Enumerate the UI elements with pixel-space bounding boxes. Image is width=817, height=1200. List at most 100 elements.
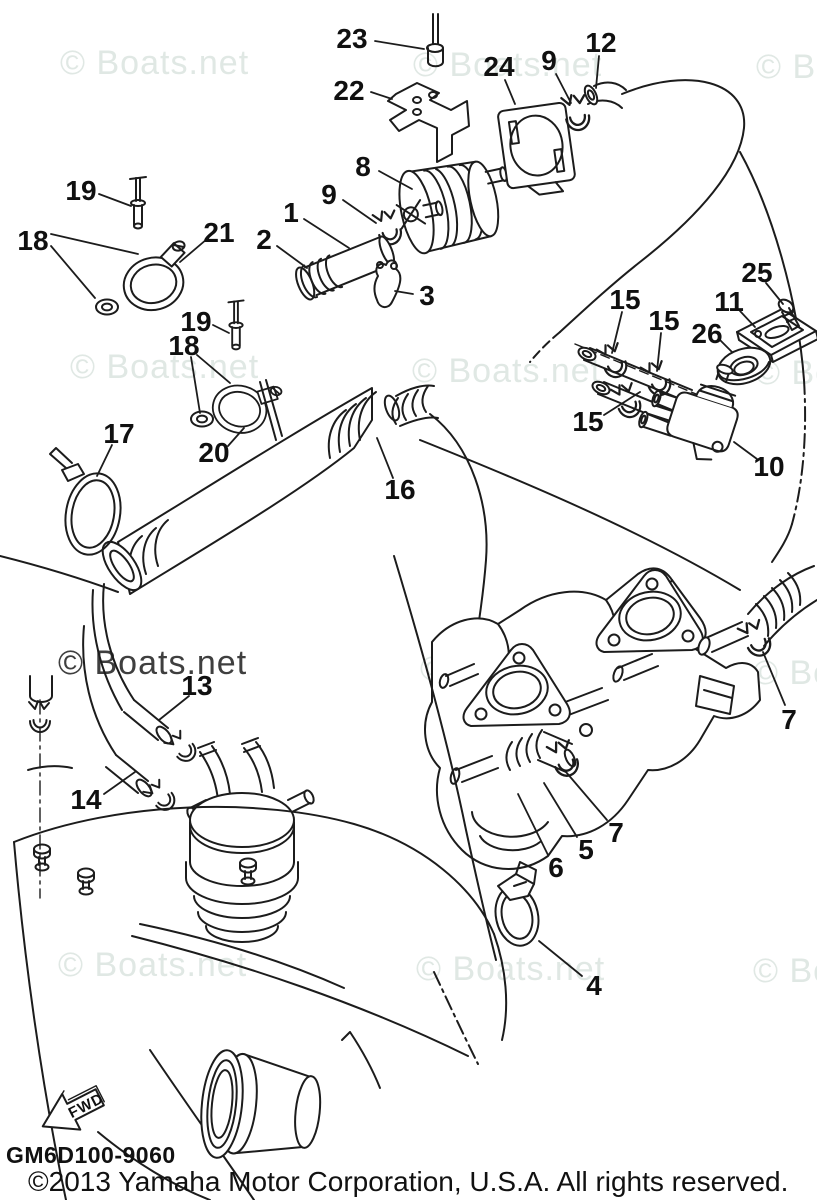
leader-line-2 [276,245,308,269]
fuel-filter-8 [395,160,508,255]
callout-9: 9 [541,45,557,76]
leader-line-11 [739,310,756,328]
filler-neck [200,1049,322,1159]
leader-line-22 [370,91,393,100]
callout-13: 13 [181,670,212,701]
leader-line-16 [376,437,394,479]
callout-10: 10 [753,451,784,482]
push-pin-a [33,843,51,872]
leader-line-6 [517,793,549,856]
callout-7: 7 [608,817,624,848]
leader-line-1 [303,218,350,249]
callout-15: 15 [648,305,679,336]
leader-line-19 [212,324,230,334]
callout-22: 22 [333,75,364,106]
fuel-filter-cup [185,789,315,943]
washer-18b [190,410,214,428]
watermark-text: © Boats.net [413,46,603,84]
leader-line-12 [595,55,600,89]
callout-4: 4 [586,970,602,1001]
fuel-tank-hull [13,555,508,1200]
watermark-text: © Boats.net [753,952,817,990]
callout-7: 7 [781,704,797,735]
filter-holder-24 [497,102,576,196]
leader-line-18 [50,233,139,255]
leader-line-24 [504,79,516,105]
watermark-text: © Boats.net [753,654,817,692]
callout-19: 19 [180,306,211,337]
leader-line-8 [378,170,413,190]
callout-2: 2 [256,224,272,255]
fuel-cock-group [638,298,817,461]
callout-18: 18 [168,330,199,361]
leader-line-20 [227,427,245,447]
pin-19b [227,299,245,351]
grommet-26 [716,346,772,386]
diagram-code: GM6D100-9060 [6,1142,176,1168]
leader-line-25 [765,282,784,305]
ribbed-fitting-5-6 [505,729,577,773]
leader-line-19 [98,193,132,207]
filter-cup-group [82,583,315,943]
carb-inlet-hose [697,565,817,656]
watermark-text: © Boats.net [60,44,250,82]
leader-line-21 [179,238,208,263]
watermark-text: © Boats.net [412,352,602,390]
leader-line-15 [603,391,641,416]
carburetor-assembly [424,565,817,870]
watermark-text: © Boats.net [756,48,817,86]
leader-line-18 [190,356,201,414]
leader-line-7 [565,771,608,821]
callout-24: 24 [483,51,515,82]
callout-11: 11 [714,286,744,317]
callout-23: 23 [336,23,367,54]
hose-routing-curves [0,79,807,681]
bolt-23 [426,13,444,68]
callout-26: 26 [691,318,722,349]
leader-line-14 [103,771,136,795]
callout-1: 1 [283,197,299,228]
leader-line-10 [733,441,758,460]
watermark-text: © Boats.net [58,946,248,984]
leader-line-26 [718,338,733,353]
big-ribbed-hose-16 [101,384,439,595]
top-hardware-group [295,13,627,308]
push-pin-c [239,857,257,886]
callout-16: 16 [384,474,415,505]
callout-17: 17 [103,418,134,449]
leader-line-3 [394,290,414,295]
copyright-line: ©2013 Yamaha Motor Corporation, U.S.A. A… [28,1166,789,1197]
callout-20: 20 [198,437,229,468]
leader-line-9 [555,73,572,104]
callout-18: 18 [17,225,48,256]
intake-flange-lower [462,643,571,727]
washer-18a [95,298,119,316]
callout-14: 14 [70,784,102,815]
callout-15: 15 [609,284,640,315]
callout-8: 8 [355,151,371,182]
hose-clamp-20 [206,371,284,443]
leader-line-17 [96,444,113,477]
callout-19: 19 [65,175,96,206]
leader-line-4 [538,940,583,977]
part-3 [373,259,402,308]
leader-lines [50,40,786,977]
leader-line-9 [342,199,377,224]
cable-tie-17 [49,447,122,556]
callout-3: 3 [419,280,435,311]
callout-12: 12 [585,27,616,58]
callout-21: 21 [203,217,234,248]
leader-line-7 [762,651,786,706]
leader-line-5 [543,782,578,838]
callout-25: 25 [741,257,772,288]
left-hardware-group [49,176,284,556]
fuel-cock-body-10 [638,363,739,461]
callout-15: 15 [572,406,603,437]
leader-line-18 [50,245,96,299]
watermark-text: © Boats.net [58,644,248,682]
callout-9: 9 [321,179,337,210]
hose-12-end [583,81,627,109]
